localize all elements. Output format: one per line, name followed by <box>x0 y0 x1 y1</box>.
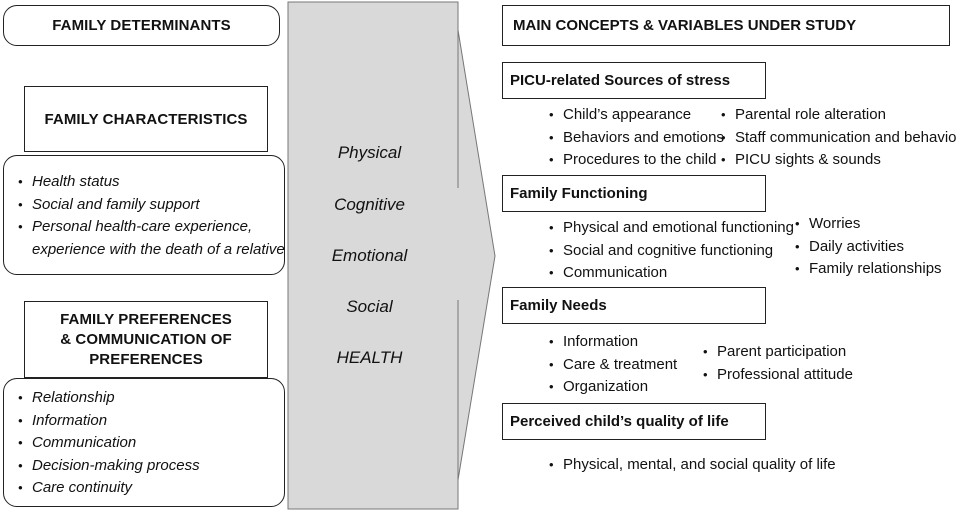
list-item: PICU sights & sounds <box>720 149 957 172</box>
list-item: Social and family support <box>17 194 285 217</box>
family-preferences-title-line: FAMILY PREFERENCES <box>60 310 232 328</box>
health-label-cognitive: Cognitive <box>334 195 405 214</box>
family-characteristics-list: Health status Social and family support … <box>17 171 285 261</box>
list-item: Behaviors and emotions <box>548 127 724 150</box>
list-item: Family relationships <box>794 258 942 281</box>
list-item: Information <box>17 410 200 433</box>
list-item: Decision-making process <box>17 455 200 478</box>
family-preferences-list-box: Relationship Information Communication D… <box>3 378 285 507</box>
health-label-emotional: Emotional <box>331 246 408 265</box>
picu-stress-col1: Child’s appearance Behaviors and emotion… <box>548 104 724 172</box>
family-functioning-col2: Worries Daily activities Family relation… <box>794 213 942 281</box>
picu-stress-col2: Parental role alteration Staff communica… <box>720 104 957 172</box>
list-item: Care continuity <box>17 477 200 500</box>
list-item: Personal health-care experience, <box>17 216 285 239</box>
family-needs-col1: Information Care & treatment Organizatio… <box>548 331 677 399</box>
list-item: Health status <box>17 171 285 194</box>
list-item: Professional attitude <box>702 364 853 387</box>
quality-of-life-box: Perceived child’s quality of life <box>502 403 766 440</box>
list-item: Communication <box>17 432 200 455</box>
family-functioning-col1: Physical and emotional functioning Socia… <box>548 217 794 285</box>
quality-of-life-list: Physical, mental, and social quality of … <box>548 454 836 477</box>
list-item: Daily activities <box>794 236 942 259</box>
list-item: Physical and emotional functioning <box>548 217 794 240</box>
list-item: Parental role alteration <box>720 104 957 127</box>
list-item: Procedures to the child <box>548 149 724 172</box>
health-label-health: HEALTH <box>336 348 403 367</box>
family-preferences-box: FAMILY PREFERENCES & COMMUNICATION OF PR… <box>24 301 268 378</box>
family-needs-col2: Parent participation Professional attitu… <box>702 341 853 386</box>
list-item: Staff communication and behaviors <box>720 127 957 150</box>
list-item: Relationship <box>17 387 200 410</box>
list-item: Physical, mental, and social quality of … <box>548 454 836 477</box>
health-label-social: Social <box>346 297 393 316</box>
family-preferences-list: Relationship Information Communication D… <box>17 387 200 500</box>
list-item: Organization <box>548 376 677 399</box>
list-item: Communication <box>548 262 794 285</box>
family-functioning-box: Family Functioning <box>502 175 766 212</box>
list-item: Information <box>548 331 677 354</box>
list-item: Child’s appearance <box>548 104 724 127</box>
list-item: Care & treatment <box>548 354 677 377</box>
family-preferences-title-line: PREFERENCES <box>89 350 203 368</box>
family-characteristics-box: FAMILY CHARACTERISTICS <box>24 86 268 152</box>
family-characteristics-list-box: Health status Social and family support … <box>3 155 285 275</box>
family-determinants-box: FAMILY DETERMINANTS <box>3 5 280 46</box>
list-item-continuation: experience with the death of a relative <box>32 240 285 258</box>
picu-stress-box: PICU-related Sources of stress <box>502 62 766 99</box>
main-concepts-box: MAIN CONCEPTS & VARIABLES UNDER STUDY <box>502 5 950 46</box>
family-needs-box: Family Needs <box>502 287 766 324</box>
list-item: Worries <box>794 213 942 236</box>
list-item: Parent participation <box>702 341 853 364</box>
health-label-physical: Physical <box>337 143 402 162</box>
family-preferences-title-line: & COMMUNICATION OF <box>60 330 232 348</box>
list-item: Social and cognitive functioning <box>548 240 794 263</box>
